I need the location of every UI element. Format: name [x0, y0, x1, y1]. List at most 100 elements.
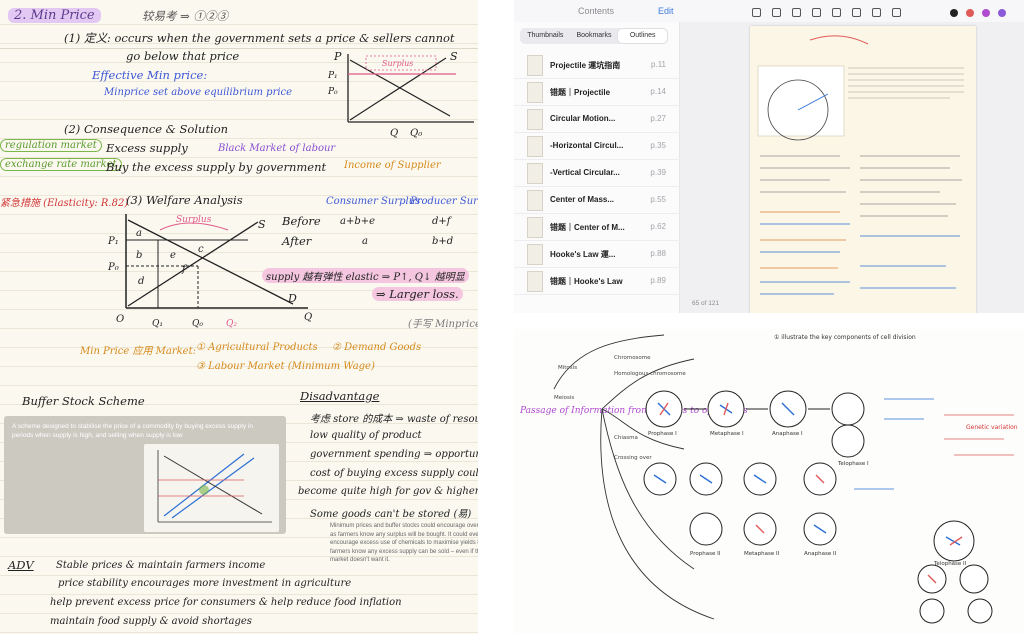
welfare-p1: P₁	[108, 236, 119, 247]
side-note: (手写 Minprice)	[408, 319, 478, 330]
outline-item[interactable]: 错题｜Hooke's Law p.89	[514, 268, 680, 295]
notebook-page-economics: 2. Min Price 较易考 ⇒ ①②③ (1) 定义: occurs wh…	[0, 0, 478, 634]
outline-item[interactable]: Center of Mass... p.55	[514, 187, 680, 214]
highlighter-tool-icon[interactable]	[772, 8, 781, 17]
edit-button[interactable]: Edit	[658, 6, 674, 16]
sidebar-tab-switcher: Thumbnails Bookmarks Outlines	[520, 28, 668, 44]
pen-tool-icon[interactable]	[752, 8, 761, 17]
outline-item[interactable]: -Vertical Circular... p.39	[514, 160, 680, 187]
map-title: ① illustrate the key components of cell …	[774, 334, 916, 341]
outline-item-label: -Vertical Circular...	[550, 168, 620, 177]
graph-p1-label: P₁	[327, 71, 338, 81]
outline-item-page: p.88	[650, 249, 666, 258]
tab-bookmarks[interactable]: Bookmarks	[576, 32, 612, 39]
color-swatch-purple[interactable]	[998, 9, 1006, 17]
mind-map-drawing: ① illustrate the key components of cell …	[519, 334, 1018, 624]
market-3: ③ Labour Market (Minimum Wage)	[196, 361, 375, 372]
phase-label: Telophase II	[933, 561, 967, 567]
welfare-surplus-tag: Surplus	[176, 215, 212, 225]
outline-item-label: Circular Motion...	[550, 114, 616, 123]
welfare-q2: Q₂	[226, 319, 237, 329]
graph-surplus-tag: Surplus	[382, 59, 413, 68]
phase-label: Telophase I	[837, 461, 869, 467]
graph-s-label: S	[450, 50, 458, 63]
welfare-d-area: d	[138, 276, 144, 287]
pdf-page-view[interactable]	[750, 26, 976, 313]
consequence-1-result: Black Market of labour	[218, 143, 336, 154]
branch-label: Chiasma	[614, 435, 638, 441]
color-swatch-black[interactable]	[950, 9, 958, 17]
adv-4: maintain food supply & avoid shortages	[50, 616, 252, 627]
outline-sidebar: Thumbnails Bookmarks Outlines Projectile…	[514, 22, 680, 313]
color-swatch-red[interactable]	[966, 9, 974, 17]
photo-caption: A scheme designed to stabilise the price…	[12, 423, 253, 439]
outline-item-page: p.11	[651, 60, 666, 69]
graph-p0-label: P₀	[327, 87, 338, 97]
before-ps: d+f	[432, 216, 451, 227]
color-swatch-magenta[interactable]	[982, 9, 990, 17]
page-thumbnail	[527, 55, 543, 76]
right-note: Genetic variation	[966, 424, 1018, 431]
outline-item[interactable]: Circular Motion... p.27	[514, 106, 680, 133]
welfare-graph: Surplus P₁ P₀ S D a b c d e f O Q₁ Q₀ Q₂…	[108, 214, 312, 329]
outline-item-label: 错题｜Hooke's Law	[550, 277, 623, 286]
page-thumbnail	[527, 82, 543, 103]
printed-note-3: encourage excess use of chemicals to max…	[330, 540, 478, 546]
adv-label: ADV	[8, 558, 34, 572]
image-tool-icon[interactable]	[872, 8, 881, 17]
outline-item[interactable]: 错题｜Projectile p.14	[514, 79, 680, 106]
tab-outlines[interactable]: Outlines	[618, 29, 668, 43]
effective-note: Minprice set above equilibrium price	[104, 87, 293, 98]
shape-tool-icon[interactable]	[832, 8, 841, 17]
outline-item[interactable]: -Horizontal Circul... p.35	[514, 133, 680, 160]
branch-label: Homologous chromosome	[614, 371, 686, 377]
page-thumbnail	[527, 217, 543, 238]
welfare-s: S	[258, 218, 266, 231]
printed-note-4: farmers know any excess supply can be so…	[330, 548, 478, 555]
printed-note: Minimum prices and buffer stocks could e…	[330, 522, 478, 565]
outline-item[interactable]: 错题｜Center of M... p.62	[514, 214, 680, 241]
welfare-p0: P₀	[108, 262, 119, 273]
min-price-graph: P P₁ P₀ S Surplus Q Q₀	[327, 50, 474, 139]
welfare-b: b	[136, 250, 142, 261]
outline-item-page: p.27	[650, 114, 666, 123]
outline-item-label: Hooke's Law 運...	[550, 250, 616, 259]
graph-p-label: P	[333, 50, 342, 63]
phase-label: Prophase I	[648, 431, 677, 437]
outline-item-label: -Horizontal Circul...	[550, 141, 624, 150]
welfare-e: e	[170, 250, 176, 261]
ps-label: Producer Surplus	[410, 196, 478, 207]
definition-line-2: go below that price	[126, 49, 240, 63]
page-thumbnail	[527, 109, 543, 130]
consequence-heading: (2) Consequence & Solution	[64, 122, 229, 136]
eraser-tool-icon[interactable]	[792, 8, 801, 17]
dis-6: Some goods can't be stored (易)	[310, 509, 472, 520]
outline-item-label: 错题｜Center of M...	[550, 223, 625, 232]
branch-label: Mitosis	[558, 365, 577, 371]
outline-item-label: 错题｜Projectile	[550, 88, 611, 97]
cell-division-mind-map: ① illustrate the key components of cell …	[514, 329, 1024, 634]
lasso-tool-icon[interactable]	[812, 8, 821, 17]
buffer-stock-photo: A scheme designed to stabilise the price…	[4, 416, 286, 534]
adv-3: help prevent excess price for consumers …	[50, 597, 402, 608]
dis-5: become quite high for gov & higher tax	[298, 486, 478, 497]
page-thumbnail	[527, 190, 543, 211]
outline-item-page: p.35	[650, 141, 666, 150]
disadvantage-heading: Disadvantage	[300, 389, 380, 403]
text-tool-icon[interactable]	[852, 8, 861, 17]
sticker-tool-icon[interactable]	[892, 8, 901, 17]
phase-label: Metaphase II	[744, 551, 780, 557]
before-cs: a+b+e	[340, 216, 376, 227]
supply-note: supply 越有弹性 elastic ⇒ P↑, Q↓ 越明显	[262, 268, 469, 283]
cs-label: Consumer Surplus	[326, 196, 421, 207]
tab-thumbnails[interactable]: Thumbnails	[527, 32, 564, 39]
left-tag-exchange: exchange rate market	[0, 158, 122, 171]
graph-q0-label: Q₀	[410, 128, 422, 139]
dis-1: 考虑 store 的成本 ⇒ waste of resources	[310, 414, 478, 425]
welfare-heading: (3) Welfare Analysis	[126, 193, 243, 207]
outline-item[interactable]: Hooke's Law 運... p.88	[514, 241, 680, 268]
consequence-2: Buy the excess supply by government	[106, 160, 327, 174]
loss-note: ⇒ Larger loss.	[372, 287, 463, 301]
map-left-heading: Passage of Information from parents to o…	[519, 406, 748, 416]
outline-item[interactable]: Projectile 運坑指南 p.11	[514, 52, 680, 79]
